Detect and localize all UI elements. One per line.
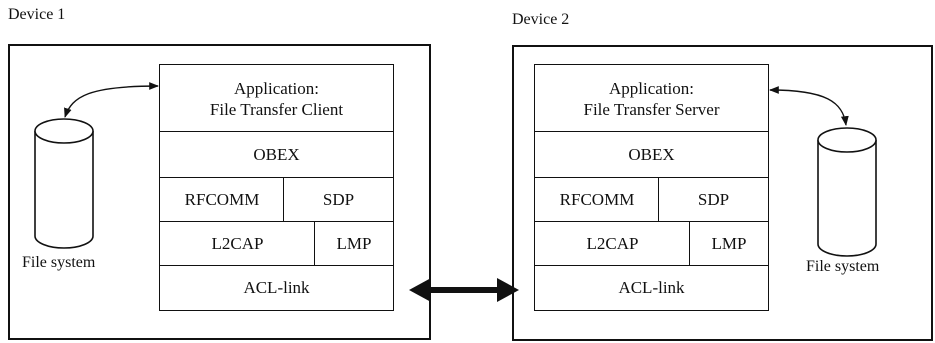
device-2-file-system-label: File system <box>806 258 880 275</box>
device-2-obex-label: OBEX <box>628 145 675 164</box>
device-1-file-access-arrow <box>64 82 159 118</box>
device-1-lmp-layer: LMP <box>314 221 394 267</box>
device-2-l2cap-label: L2CAP <box>586 234 639 253</box>
device-1-database-icon <box>34 118 94 249</box>
device-2-l2cap-layer: L2CAP <box>534 221 691 267</box>
device-1-title: Device 1 <box>8 6 66 23</box>
device-2-sdp-layer: SDP <box>658 177 769 223</box>
device-1-file-system-label: File system <box>22 254 96 271</box>
device-2-acl-link-label: ACL-link <box>618 278 685 297</box>
device-2-application-layer: Application: File Transfer Server <box>534 64 769 133</box>
device-2-database-icon <box>817 127 877 257</box>
device-2-lmp-layer: LMP <box>689 221 769 267</box>
device-2-obex-layer: OBEX <box>534 131 769 179</box>
device-2-lmp-label: LMP <box>711 234 747 253</box>
device-1-acl-link-label: ACL-link <box>243 278 310 297</box>
device-2-application-label: Application: <box>609 78 694 98</box>
acl-link-connection-arrow <box>409 278 519 302</box>
device-1-acl-link-layer: ACL-link <box>159 265 394 311</box>
device-1-lmp-label: LMP <box>336 234 372 253</box>
device-2-title: Device 2 <box>512 11 570 28</box>
device-2-application-name: File Transfer Server <box>583 99 720 119</box>
device-1-l2cap-label: L2CAP <box>211 234 264 253</box>
device-1-obex-label: OBEX <box>253 145 300 164</box>
device-1-application-name: File Transfer Client <box>209 99 344 119</box>
device-1-sdp-layer: SDP <box>283 177 394 223</box>
device-2-file-access-arrow <box>769 86 849 126</box>
device-1-rfcomm-layer: RFCOMM <box>159 177 285 223</box>
device-1-application-label: Application: <box>234 78 319 98</box>
device-2-sdp-label: SDP <box>697 190 730 209</box>
device-2-rfcomm-label: RFCOMM <box>559 190 635 209</box>
device-2-acl-link-layer: ACL-link <box>534 265 769 311</box>
device-1-rfcomm-label: RFCOMM <box>184 190 260 209</box>
device-1-l2cap-layer: L2CAP <box>159 221 316 267</box>
device-1-sdp-label: SDP <box>322 190 355 209</box>
device-1-application-layer: Application: File Transfer Client <box>159 64 394 133</box>
